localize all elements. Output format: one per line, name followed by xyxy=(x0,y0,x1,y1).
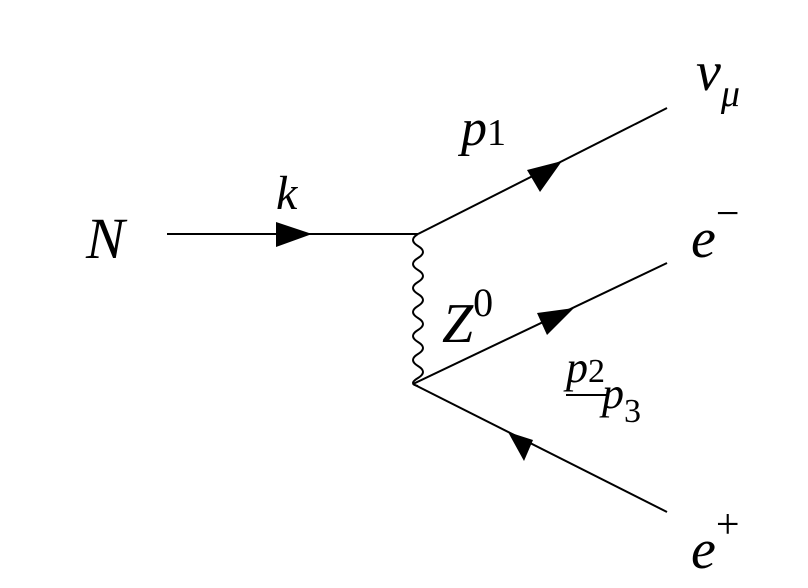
electron-label: e− xyxy=(691,191,740,270)
incoming-n-arrow xyxy=(276,222,312,247)
positron-label: e+ xyxy=(691,502,740,581)
momentum-p2-label: p2 xyxy=(563,343,605,392)
electron-line xyxy=(412,262,668,385)
z-boson-propagator xyxy=(412,233,424,387)
incoming-n-label: N xyxy=(85,206,128,271)
z-boson-label: Z0 xyxy=(442,280,493,355)
electron-arrow xyxy=(537,308,574,335)
neutrino-label: νμ xyxy=(696,41,740,115)
momentum-p1-label: p1 xyxy=(457,100,506,157)
neutrino-arrow xyxy=(527,161,562,192)
positron-line xyxy=(412,383,668,513)
momentum-k-label: k xyxy=(276,167,299,220)
momentum-p3-label: p3 xyxy=(599,369,641,430)
positron-arrow xyxy=(508,432,533,461)
